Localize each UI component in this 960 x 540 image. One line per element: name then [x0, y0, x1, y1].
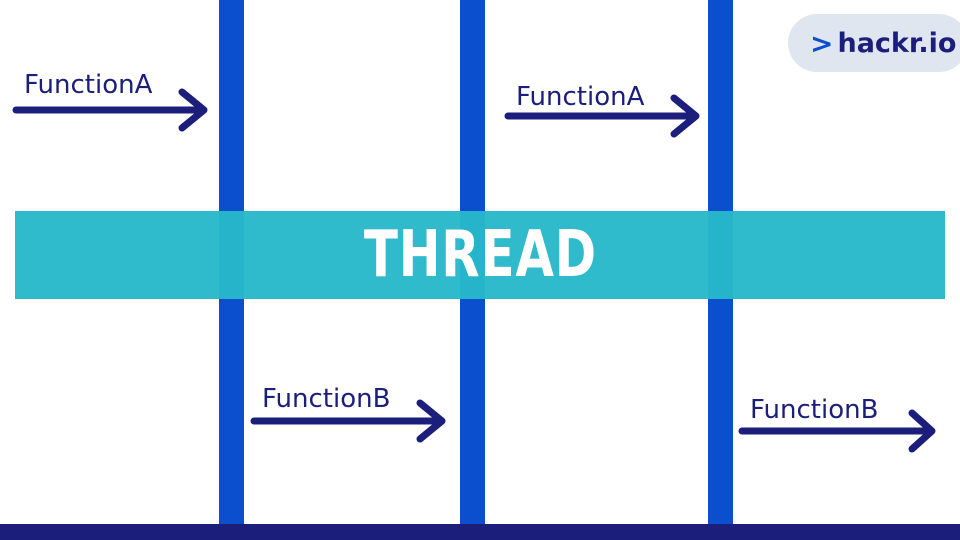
function-a-first: FunctionA: [12, 70, 214, 132]
brand-name: hackr.io: [837, 27, 957, 59]
bottom-strip: [0, 524, 960, 540]
function-label: FunctionA: [24, 70, 153, 100]
right-arrow-icon: [12, 88, 208, 132]
chevron-right-icon: >: [810, 26, 834, 60]
right-arrow-icon: [250, 399, 446, 443]
function-a-second: FunctionA: [504, 82, 706, 142]
hackr-logo: > hackr.io: [788, 14, 960, 72]
thread-title: THREAD: [363, 218, 597, 292]
function-label: FunctionA: [516, 82, 645, 112]
function-b-second: FunctionB: [738, 395, 940, 455]
function-label: FunctionB: [262, 384, 391, 414]
thread-band: THREAD: [15, 211, 945, 299]
right-arrow-icon: [738, 409, 936, 453]
function-label: FunctionB: [750, 395, 879, 425]
right-arrow-icon: [504, 94, 700, 138]
function-b-first: FunctionB: [250, 384, 452, 444]
